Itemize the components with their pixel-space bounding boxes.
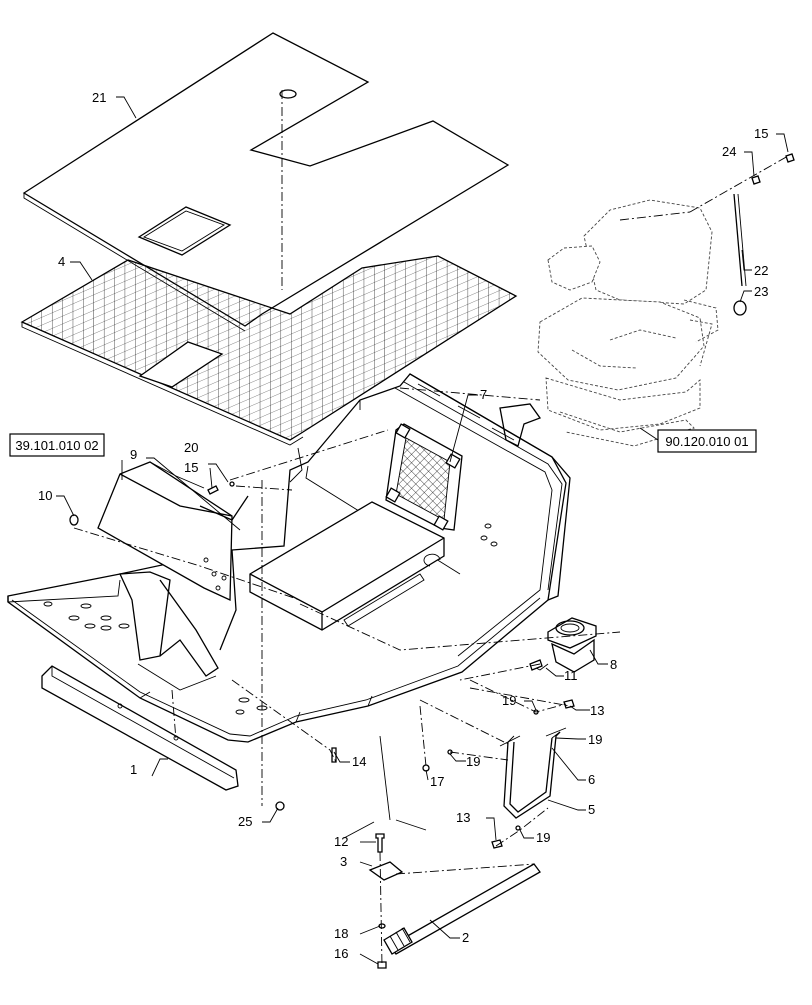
reference-box-left[interactable]: 39.101.010 02	[9, 433, 105, 457]
callout-13-lower: 13	[456, 810, 470, 825]
callout-25: 25	[238, 814, 252, 829]
storage-box	[249, 501, 445, 631]
center-lines	[73, 90, 789, 967]
callout-20: 20	[184, 440, 198, 455]
callout-11: 11	[564, 668, 578, 683]
callout-15-right: 15	[754, 126, 768, 141]
front-skirt	[41, 665, 239, 791]
callout-16: 16	[334, 946, 348, 961]
callout-24: 24	[722, 144, 736, 159]
callout-labels: 21 4 1 9 10 20 15 7 8 11 13 19 19 6 5 13…	[38, 90, 768, 961]
callout-19-right: 19	[588, 732, 602, 747]
reference-box-right[interactable]: 90.120.010 01	[657, 429, 757, 453]
callout-12: 12	[334, 834, 348, 849]
callout-6: 6	[588, 772, 595, 787]
handrail	[499, 727, 567, 819]
callout-13-upper: 13	[590, 703, 604, 718]
reference-right-text: 90.120.010 01	[665, 434, 748, 449]
rear-screen	[385, 423, 463, 531]
callout-2: 2	[462, 930, 469, 945]
reference-left-text: 39.101.010 02	[15, 438, 98, 453]
callout-7: 7	[480, 387, 487, 402]
callout-8: 8	[610, 657, 617, 672]
callout-5: 5	[588, 802, 595, 817]
callout-23: 23	[754, 284, 768, 299]
callout-9: 9	[130, 447, 137, 462]
console	[97, 461, 249, 602]
callout-4: 4	[58, 254, 65, 269]
callout-22: 22	[754, 263, 768, 278]
callout-17: 17	[430, 774, 444, 789]
floor-mat-grid	[20, 255, 518, 446]
callout-14: 14	[352, 754, 366, 769]
callout-10: 10	[38, 488, 52, 503]
callout-3: 3	[340, 854, 347, 869]
callout-1: 1	[130, 762, 137, 777]
callout-19-mid: 19	[466, 754, 480, 769]
callout-21: 21	[92, 90, 106, 105]
leader-lines	[56, 96, 789, 965]
rod	[383, 863, 541, 955]
floor-holes	[43, 523, 498, 715]
callout-19-lower: 19	[536, 830, 550, 845]
callout-18: 18	[334, 926, 348, 941]
callout-19-upper: 19	[502, 693, 516, 708]
operator-seat	[537, 199, 719, 447]
cup-holder	[531, 617, 597, 673]
callout-15-left: 15	[184, 460, 198, 475]
